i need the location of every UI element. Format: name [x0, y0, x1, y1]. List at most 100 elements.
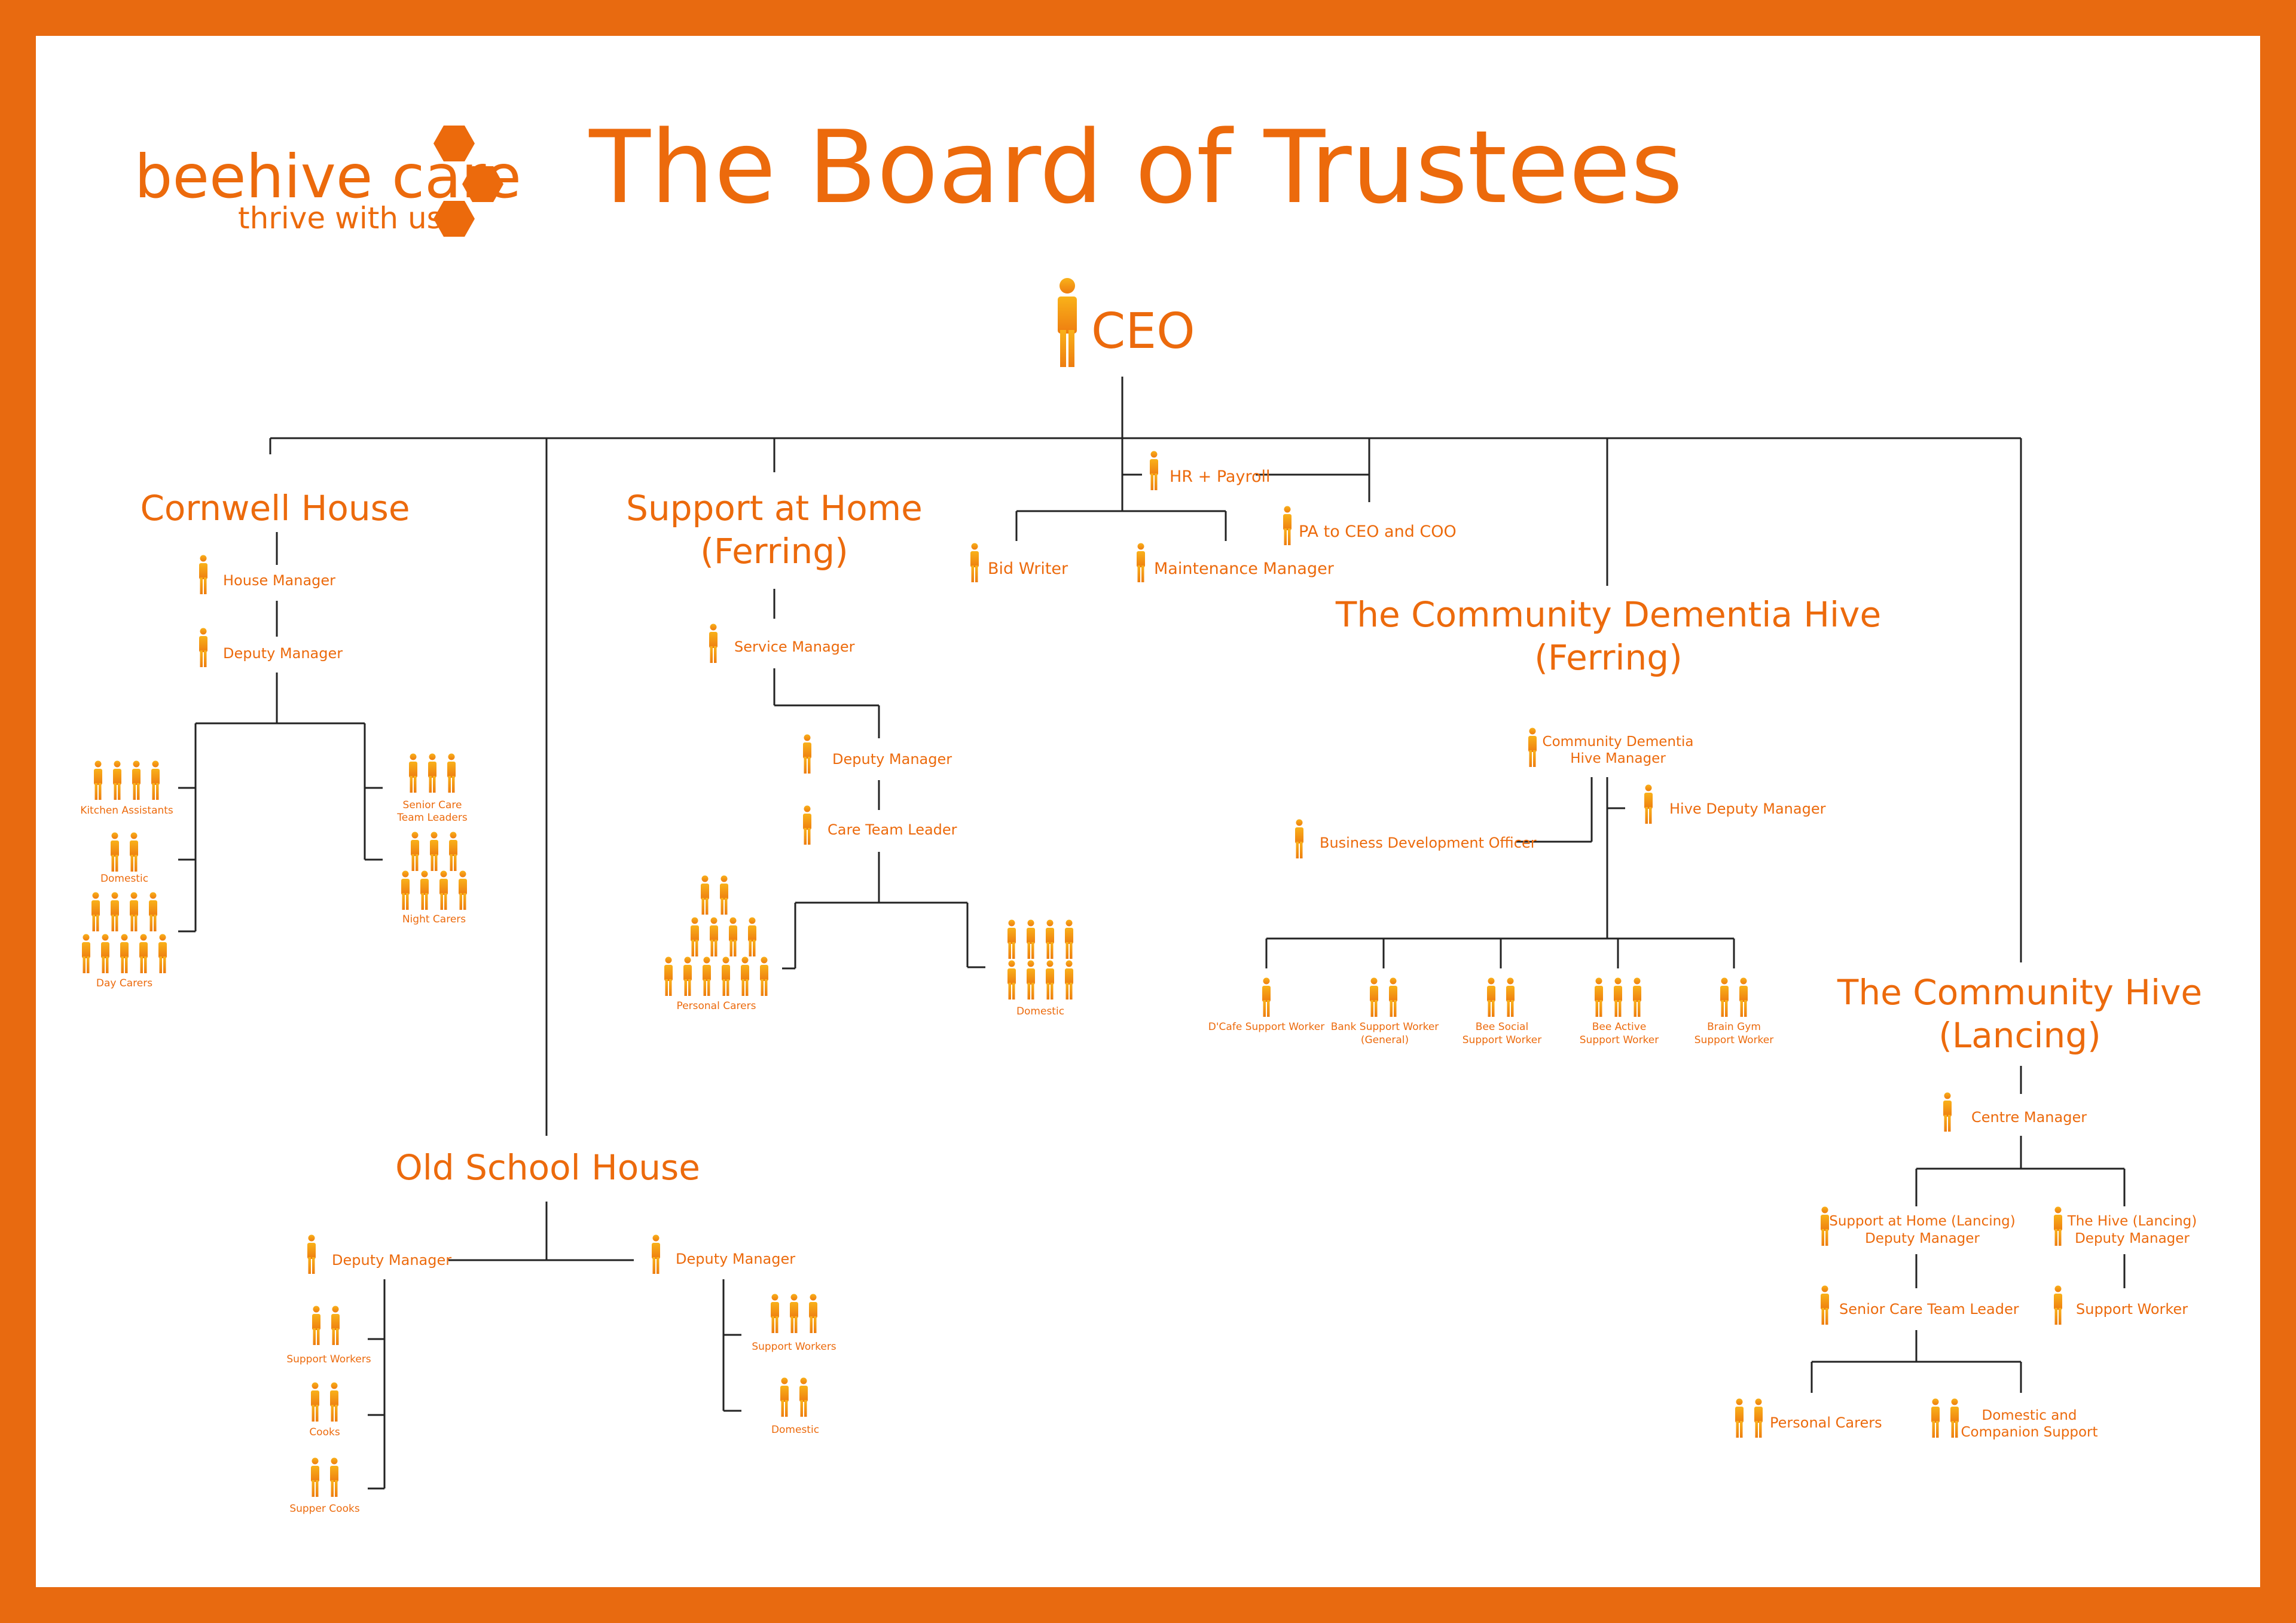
person-icon: [1027, 919, 1035, 959]
senior-care-label-2: Team Leaders: [396, 812, 468, 824]
person-icon: [449, 832, 457, 871]
person-icon: [1262, 977, 1271, 1017]
community-hive-heading-1: The Community Hive: [1837, 972, 2202, 1013]
person-icon: [1943, 1092, 1952, 1132]
person-icon: [1735, 1398, 1744, 1438]
person-icon: [1046, 919, 1054, 959]
person-icon: [1389, 977, 1397, 1017]
person-icon: [683, 956, 692, 996]
person-icon: [311, 1457, 319, 1497]
person-icon: [401, 870, 410, 910]
supper-cooks-label: Supper Cooks: [289, 1503, 360, 1515]
person-icon: [1065, 919, 1073, 959]
person-icon: [1528, 728, 1537, 767]
person-icon: [748, 917, 756, 956]
bee-social-label-1: Bee Social: [1476, 1021, 1528, 1033]
honeycomb-icon: [433, 126, 503, 237]
person-icon: [709, 623, 718, 663]
dementia-hive-heading-2: (Ferring): [1534, 637, 1683, 678]
person-icon: [311, 1382, 319, 1422]
bank-support-label-2: (General): [1361, 1034, 1409, 1046]
person-icon: [799, 1377, 808, 1417]
day-carers-label: Day Carers: [96, 977, 152, 989]
support-home-heading-1: Support at Home: [626, 488, 923, 528]
bee-social-label-2: Support Worker: [1463, 1034, 1542, 1046]
person-icon: [2054, 1285, 2062, 1325]
person-icon: [664, 956, 673, 996]
person-icon: [729, 917, 737, 956]
person-icon: [430, 832, 438, 871]
support-home-heading-2: (Ferring): [700, 531, 848, 571]
person-icon: [411, 832, 419, 871]
lancing-personal-carers-label: Personal Carers: [1770, 1414, 1882, 1431]
night-carers-label: Night Carers: [402, 913, 466, 925]
person-icon: [710, 917, 718, 956]
sah-lancing-deputy-label-1: Support at Home (Lancing): [1829, 1214, 2016, 1229]
person-icon: [2054, 1206, 2062, 1246]
lancing-support-worker-label: Support Worker: [2076, 1301, 2188, 1318]
dementia-hive-heading-1: The Community Dementia Hive: [1335, 594, 1881, 635]
person-icon: [1370, 977, 1378, 1017]
person-icon: [1821, 1206, 1829, 1246]
person-icon: [1595, 977, 1603, 1017]
osh-support-workers-left-label: Support Workers: [286, 1353, 371, 1365]
osh-deputy-left-label: Deputy Manager: [332, 1252, 451, 1269]
person-icon: [803, 805, 811, 845]
person-icon: [111, 892, 119, 931]
osh-domestic-label: Domestic: [771, 1424, 819, 1436]
sah-deputy-manager-label: Deputy Manager: [832, 751, 952, 768]
person-icon: [130, 892, 138, 931]
beehive-logo: beehive care thrive with us: [135, 126, 521, 237]
person-icon: [330, 1457, 338, 1497]
domestic-companion-label-2: Companion Support: [1961, 1425, 2097, 1440]
sah-domestic-label: Domestic: [1016, 1005, 1064, 1017]
cornwell-house-manager: House Manager: [223, 572, 335, 589]
person-icon: [720, 875, 728, 915]
cornwell-house-heading: Cornwell House: [140, 488, 410, 528]
personal-carers-label: Personal Carers: [677, 1000, 756, 1012]
person-icon: [1633, 977, 1641, 1017]
person-icon: [158, 934, 167, 973]
person-icon: [130, 832, 138, 872]
person-icon: [701, 875, 709, 915]
person-icon: [652, 1234, 660, 1274]
person-icon: [1150, 451, 1158, 490]
person-icon: [199, 555, 207, 594]
person-icon: [132, 760, 141, 800]
ceo-label: CEO: [1091, 303, 1195, 360]
bee-active-label-2: Support Worker: [1580, 1034, 1659, 1046]
osh-deputy-right-label: Deputy Manager: [676, 1251, 795, 1267]
person-icon: [1821, 1285, 1829, 1325]
community-hive-heading-2: (Lancing): [1938, 1015, 2100, 1056]
person-icon: [1058, 278, 1077, 367]
old-school-heading: Old School House: [395, 1147, 700, 1188]
page-title: The Board of Trustees: [588, 109, 1683, 226]
person-icon: [428, 753, 436, 793]
person-icon: [312, 1306, 320, 1345]
person-icon: [1950, 1398, 1959, 1438]
person-icon: [722, 956, 730, 996]
brain-gym-label-1: Brain Gym: [1707, 1021, 1761, 1033]
person-icon: [409, 753, 417, 793]
page-frame: [36, 36, 2260, 1587]
senior-care-team-leader-label: Senior Care Team Leader: [1839, 1301, 2019, 1318]
person-icon: [91, 892, 100, 931]
person-icon: [1614, 977, 1622, 1017]
person-icon: [790, 1294, 798, 1333]
person-icon: [803, 734, 811, 774]
pa-label: PA to CEO and COO: [1299, 522, 1457, 541]
centre-manager-label: Centre Manager: [1971, 1109, 2087, 1126]
person-icon: [809, 1294, 817, 1333]
person-icon: [1931, 1398, 1940, 1438]
dementia-manager-label-1: Community Dementia: [1543, 734, 1694, 750]
person-icon: [94, 760, 102, 800]
person-icon: [113, 760, 121, 800]
cornwell-deputy-manager: Deputy Manager: [223, 645, 343, 662]
bid-writer-label: Bid Writer: [988, 560, 1068, 578]
person-icon: [1644, 784, 1653, 824]
person-icon: [1027, 960, 1035, 1000]
bee-active-label-1: Bee Active: [1592, 1021, 1647, 1033]
maintenance-label: Maintenance Manager: [1154, 560, 1335, 578]
person-icon: [691, 917, 699, 956]
